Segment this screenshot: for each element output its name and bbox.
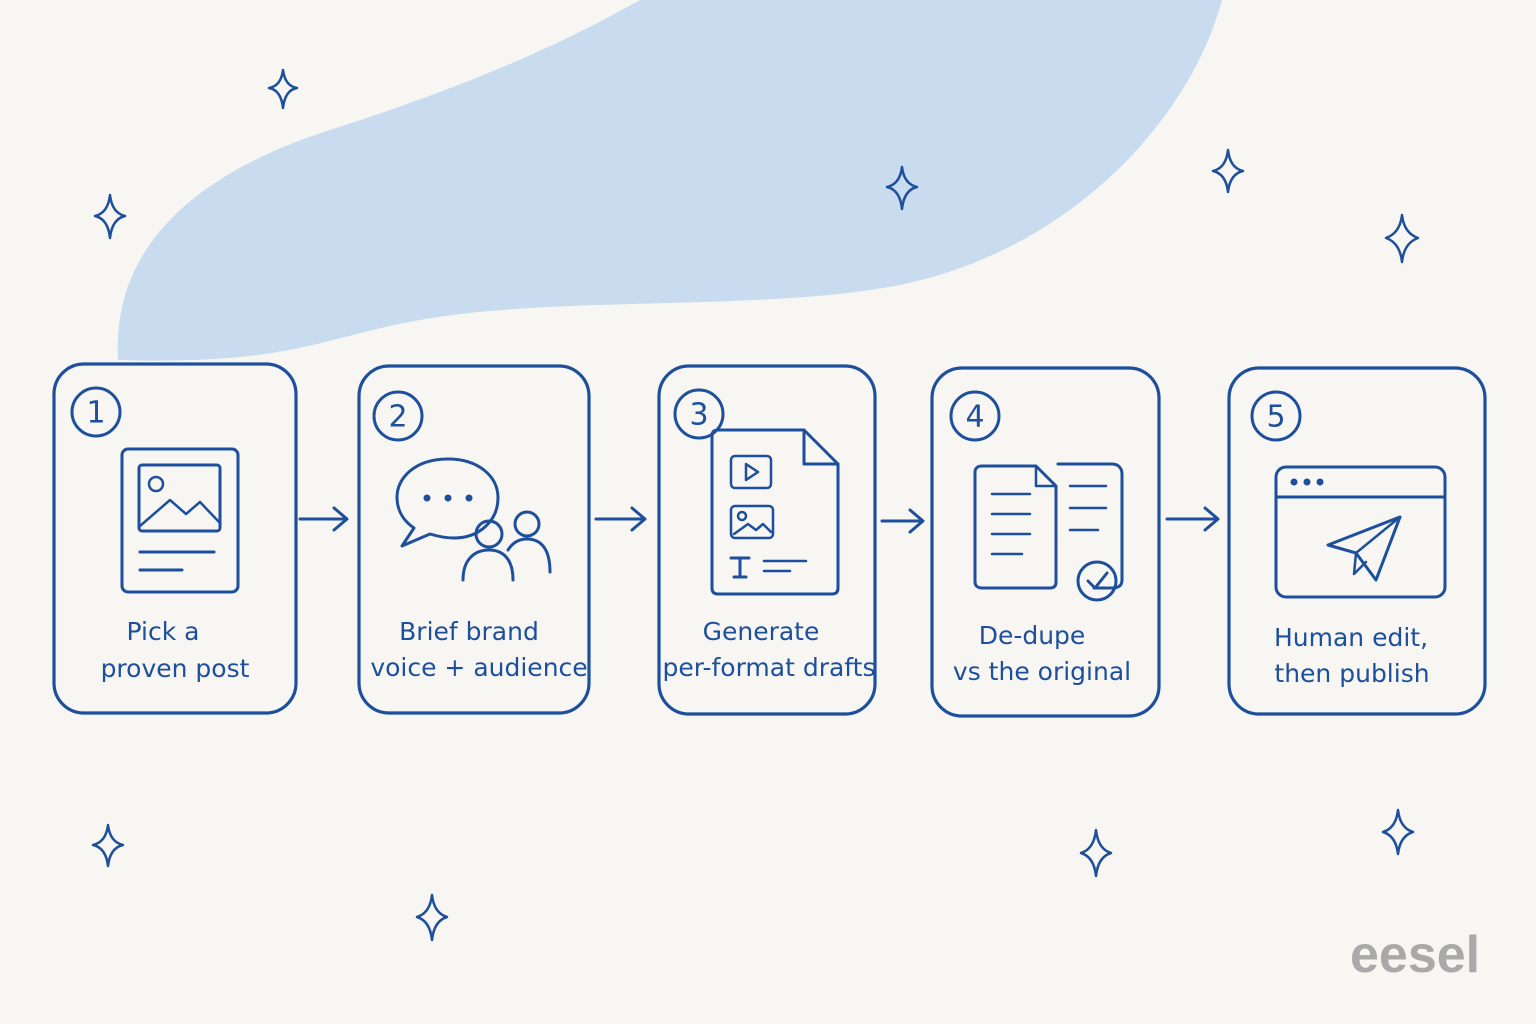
step-label-line2: vs the original: [953, 657, 1131, 686]
step-card-2: 2 Brief brand voice + audience: [357, 364, 591, 715]
step-label-line2: then publish: [1274, 659, 1429, 688]
step-label-line1: Pick a: [127, 617, 200, 646]
sparkle-icon: [1079, 828, 1113, 878]
multi-format-document-icon: [710, 428, 840, 596]
step-card-5: 5 Human edit, then publish: [1227, 366, 1487, 716]
step-number-badge: [673, 388, 725, 440]
step-number-badge: [372, 390, 424, 442]
compare-documents-check-icon: [973, 462, 1124, 602]
sparkle-icon: [1211, 148, 1245, 194]
sparkle-icon: [885, 165, 919, 211]
step-label-line1: Generate: [703, 617, 820, 646]
image-post-icon: [120, 447, 240, 594]
sparkle-icon: [1384, 213, 1420, 264]
sparkle-icon: [415, 893, 449, 942]
step-number-badge: [949, 390, 1001, 442]
arrow-right-icon: [594, 506, 647, 532]
step-card-4: 4 De-dupe vs the original: [930, 366, 1161, 718]
step-card-3: 3 Generate per-format drafts: [657, 364, 877, 716]
browser-send-icon: [1274, 465, 1447, 599]
step-card-1: 1 Pick a proven post: [52, 362, 298, 715]
arrow-right-icon: [1165, 506, 1220, 532]
step-label-line2: proven post: [101, 654, 250, 683]
sparkle-icon: [91, 823, 125, 868]
step-number-badge: [70, 386, 122, 438]
arrows: [298, 506, 1220, 534]
sparkle-icon: [1381, 808, 1415, 856]
step-number: 5: [1266, 400, 1285, 435]
step-label-line1: Human edit,: [1274, 623, 1428, 652]
card-frame: [52, 362, 298, 715]
card-frame: [657, 364, 877, 716]
eesel-logo: eesel: [1350, 926, 1480, 984]
arrow-right-icon: [880, 508, 925, 534]
step-label-line2: voice + audience: [370, 653, 587, 682]
card-frame: [357, 364, 591, 715]
background-blob: [117, 0, 1222, 361]
arrow-right-icon: [298, 506, 349, 532]
step-number: 3: [689, 398, 708, 433]
step-number: 2: [388, 400, 407, 435]
step-label-line2: per-format drafts: [663, 653, 876, 682]
card-frame: [930, 366, 1161, 718]
sparkle-icon: [267, 68, 299, 110]
card-frame: [1227, 366, 1487, 716]
sparkles: [91, 68, 1420, 942]
step-label-line1: Brief brand: [399, 617, 539, 646]
step-number-badge: [1250, 390, 1302, 442]
step-number: 1: [86, 396, 105, 431]
sparkle-icon: [93, 193, 127, 240]
chat-audience-icon: [395, 457, 552, 582]
step-label-line1: De-dupe: [979, 621, 1086, 650]
step-number: 4: [965, 400, 984, 435]
